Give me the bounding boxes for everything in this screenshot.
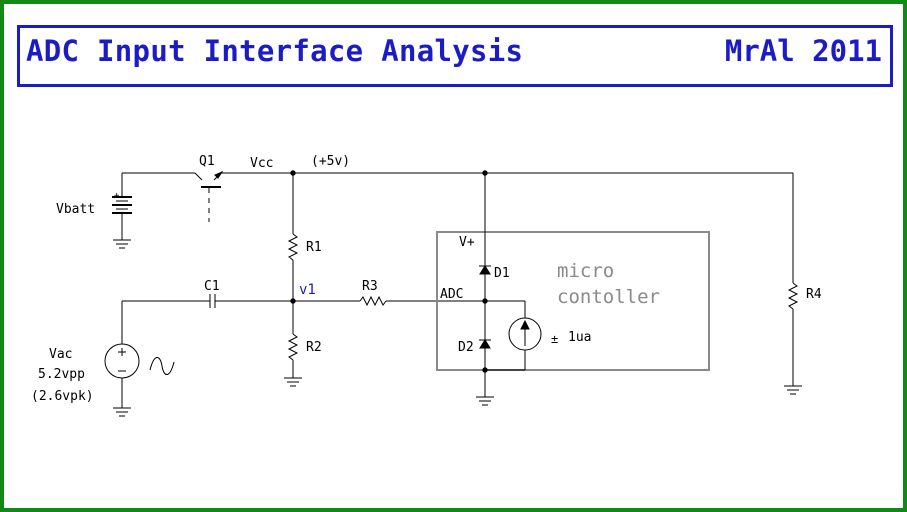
micro-label-line2: contoller (557, 286, 660, 308)
c1-capacitor (122, 294, 293, 308)
d2-label: D2 (458, 340, 474, 355)
vbatt-plus-sign: + (114, 191, 120, 201)
vac-label: Vac (49, 347, 72, 362)
micro-controller-box (436, 231, 710, 371)
ground-symbol-vac (113, 407, 131, 417)
diagram-author: MrAl 2011 (724, 34, 882, 68)
micro-label-line1: micro (557, 260, 614, 282)
vbatt-battery (112, 173, 132, 240)
q1-label: Q1 (199, 154, 215, 169)
vcc-value-label: (+5v) (311, 154, 350, 169)
d1-diode (479, 173, 491, 340)
v1-net-label: v1 (299, 282, 316, 298)
q1-transistor (194, 170, 293, 222)
r3-resistor (293, 295, 485, 307)
current-source-1ua (485, 300, 542, 371)
c1-label: C1 (204, 279, 220, 294)
isrc-label: 1ua (568, 330, 591, 345)
vplus-label: V+ (459, 235, 475, 250)
vbatt-label: Vbatt (56, 202, 95, 217)
r1-resistor (287, 173, 299, 334)
adc-label: ADC (440, 287, 463, 302)
isrc-plusminus: ± (551, 332, 558, 346)
r1-label: R1 (306, 240, 322, 255)
r4-resistor (787, 173, 799, 386)
vcc-label: Vcc (250, 156, 273, 171)
ground-symbol-r2 (284, 377, 302, 387)
d2-diode (479, 339, 491, 397)
d1-label: D1 (494, 266, 510, 281)
vac-pk-label: (2.6vpk) (31, 389, 94, 404)
ground-symbol-vbatt (113, 239, 131, 249)
title-box: ADC Input Interface Analysis MrAl 2011 (17, 25, 893, 87)
r2-label: R2 (306, 340, 322, 355)
ground-symbol-r4 (784, 385, 802, 395)
vac-source (104, 301, 175, 408)
diagram-title: ADC Input Interface Analysis (26, 34, 524, 68)
r4-label: R4 (806, 287, 822, 302)
r3-label: R3 (362, 279, 378, 294)
vac-pp-label: 5.2vpp (38, 367, 85, 382)
ground-symbol-d2 (476, 396, 494, 406)
r2-resistor (287, 333, 299, 378)
